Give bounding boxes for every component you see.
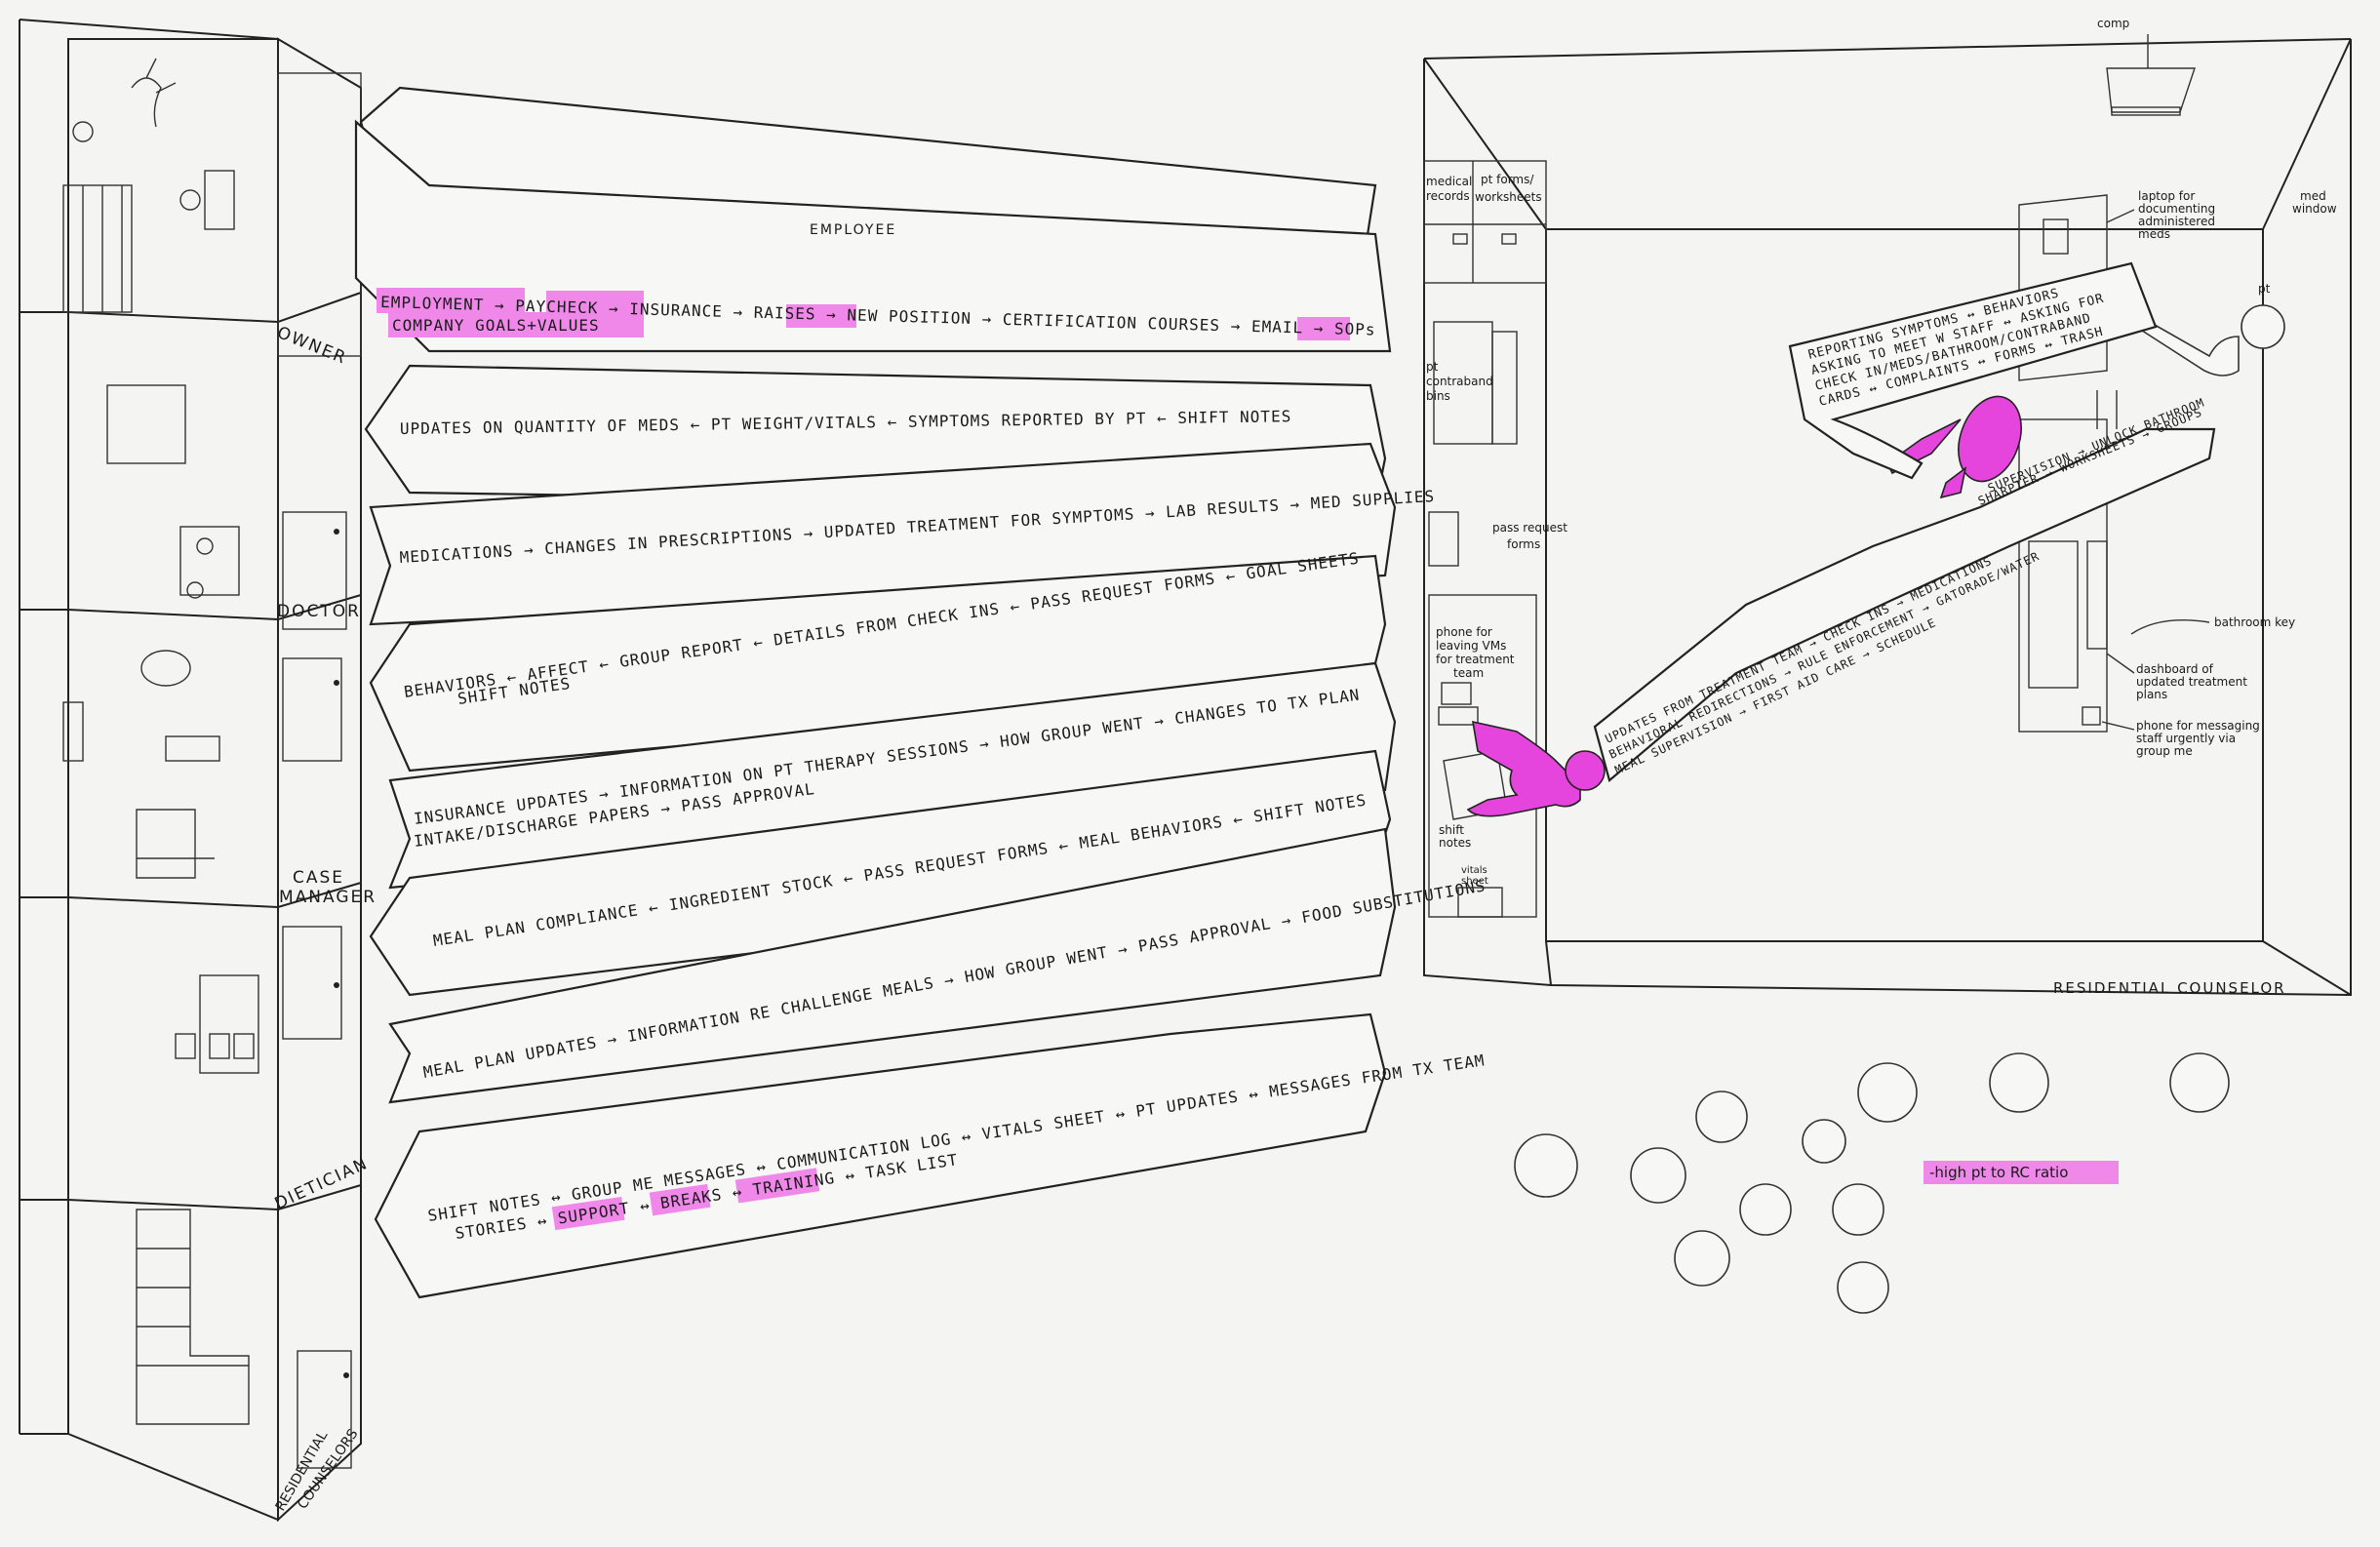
med-window-1: med (2300, 189, 2326, 203)
shift-notes-2: notes (1439, 836, 1471, 850)
pt-contraband-3: bins (1426, 389, 1450, 403)
patient-crowd: -high pt to RC ratio (1514, 1052, 2230, 1314)
right-room: RESIDENTIAL COUNSELOR comp medical recor… (1423, 17, 2352, 997)
owner-part-raises: RAISES (754, 303, 816, 324)
arrow-case-in (369, 554, 1387, 773)
pt-forms-1: pt forms/ (1481, 173, 1534, 186)
phone-msg-3: group me (2136, 744, 2193, 758)
shift-notes-1: shift (1439, 823, 1464, 837)
vitals-sheet-2: sheet (1461, 876, 1488, 887)
role-case-manager-2: MANAGER (279, 888, 377, 907)
dashboard-2: updated treatment (2136, 675, 2247, 689)
medical-records-2: records (1426, 189, 1470, 203)
pt-forms-2: worksheets (1475, 190, 1542, 204)
laptop-1: laptop for (2138, 189, 2195, 203)
owner-line2: COMPANY GOALS+VALUES (392, 316, 600, 335)
role-case-manager-1: CASE (293, 868, 344, 888)
comp-label: comp (2097, 17, 2129, 30)
dashboard-3: plans (2136, 688, 2167, 701)
rc-figure (1466, 720, 1606, 817)
phone-msg-2: staff urgently via (2136, 732, 2236, 745)
arrow-diet-in (369, 749, 1392, 997)
role-doctor: DOCTOR (277, 602, 361, 621)
ratio-note: -high pt to RC ratio (1929, 1164, 2068, 1181)
pt-figure (2134, 304, 2285, 377)
left-building: OWNER DOCTOR CASE MANAGER DIETICIAN RESI… (19, 19, 377, 1523)
pt-contraband-1: pt (1426, 360, 1439, 374)
pass-request-1: pass request (1492, 521, 1567, 535)
owner-part-paycheck: PAYCHECK (515, 297, 599, 317)
arrow-case-out (388, 661, 1397, 890)
role-dietician: DIETICIAN (272, 1154, 372, 1214)
rc-part-sep1: ↔ (628, 1194, 661, 1216)
rc-part-sep2: ↔ (721, 1180, 754, 1203)
phone-vms-1: phone for (1436, 625, 1492, 639)
dashboard-1: dashboard of (2136, 662, 2214, 676)
phone-vms-3: for treatment (1436, 653, 1515, 666)
arrow-diet-out (388, 827, 1397, 1104)
owner-part-employment: EMPLOYMENT (380, 293, 485, 314)
owner-part-sep1: → (484, 296, 515, 315)
phone-vms-4: team (1453, 666, 1484, 680)
owner-part-sops: SOPs (1334, 319, 1376, 338)
pass-request-2: forms (1507, 537, 1540, 551)
laptop-4: meds (2138, 227, 2170, 241)
owner-part-insurance: → INSURANCE → (598, 298, 754, 321)
med-window-2: window (2292, 202, 2337, 216)
bathroom-key: bathroom key (2214, 615, 2295, 629)
arrow-rc (374, 1012, 1387, 1299)
laptop-2: documenting (2138, 202, 2215, 216)
employee-label: EMPLOYEE (810, 222, 896, 238)
phone-vms-2: leaving VMs (1436, 639, 1506, 653)
role-owner: OWNER (274, 323, 349, 369)
phone-msg-1: phone for messaging (2136, 719, 2260, 733)
pt-label: pt (2258, 282, 2271, 296)
medical-records-1: medical (1426, 175, 1472, 188)
pt-contraband-2: contraband (1426, 375, 1493, 388)
role-residential-counselor: RESIDENTIAL COUNSELOR (2053, 979, 2286, 997)
vitals-sheet-1: vitals (1461, 865, 1488, 876)
laptop-3: administered (2138, 215, 2215, 228)
